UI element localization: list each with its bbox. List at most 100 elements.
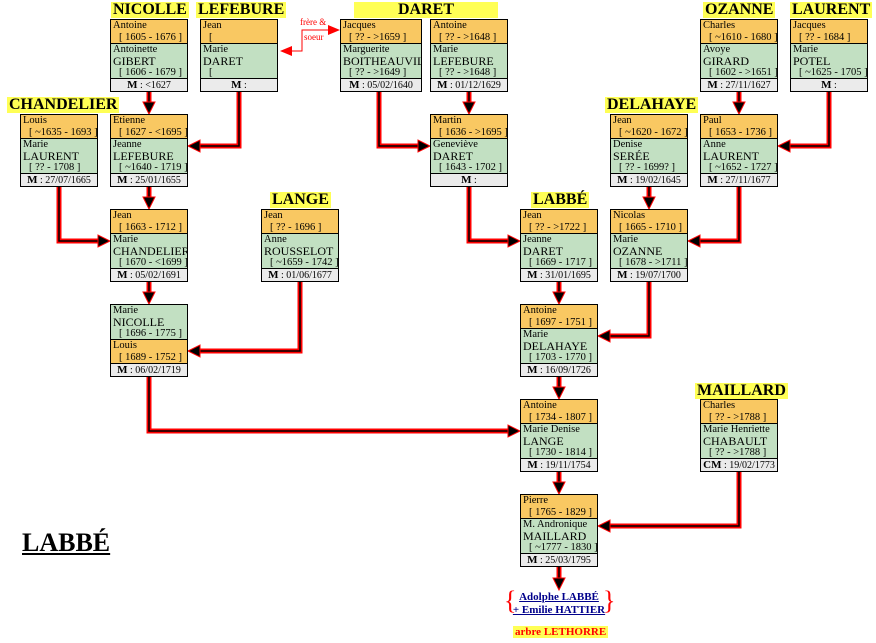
- arrowhead-icon: [507, 234, 522, 248]
- arrowhead-icon: [462, 101, 476, 116]
- wife-dates: [ ~1625 - 1705 ]: [799, 67, 867, 78]
- descent-arrow: [462, 91, 476, 116]
- marriage-date: 05/02/1691: [135, 270, 181, 281]
- husband-name: Jean: [113, 210, 132, 221]
- husband-name: Jacques: [793, 20, 826, 31]
- descendant-link-adolphe[interactable]: Adolphe LABBÉ: [519, 591, 599, 603]
- husband-dates: [ ?? - >1788 ]: [709, 411, 767, 423]
- wife-surname: MAILLARD: [523, 528, 587, 543]
- husband: Pierre[ 1765 - 1829 ]: [521, 495, 597, 519]
- marriage: M : <1627: [111, 79, 187, 91]
- wife-given-name: Jeanne: [113, 139, 142, 150]
- family-label: LEFEBURE: [196, 1, 287, 18]
- husband: Charles[ ~1610 - 1680 ]: [701, 20, 778, 44]
- wife-surname: LAURENT: [703, 148, 759, 163]
- husband-dates: [ ?? - 1696 ]: [270, 221, 322, 233]
- wife-given-name: Marie: [203, 44, 229, 55]
- marriage-date: 05/02/1640: [367, 80, 413, 91]
- marriage-type: M: [127, 79, 138, 91]
- descent-arrow: [552, 566, 566, 592]
- descendant-link-emilie[interactable]: + Emilie HATTIER: [512, 604, 606, 616]
- sibling-note-line1: frère &: [300, 17, 327, 27]
- wife-dates: [ 1606 - 1679 ]: [119, 67, 182, 78]
- husband-dates: [ ?? - >1648 ]: [439, 31, 497, 43]
- wife-given-name: Marguerite: [343, 44, 390, 55]
- descent-arrow: [776, 91, 832, 153]
- husband: Nicolas[ 1665 - 1710 ]: [611, 210, 687, 234]
- husband-dates: [ 1765 - 1829 ]: [529, 506, 592, 518]
- husband-name: Jacques: [343, 20, 376, 31]
- marriage-date: 19/02/1773: [729, 460, 775, 471]
- wife-dates: [ ?? - >1649 ]: [349, 67, 407, 78]
- wife-dates: [ 1602 - >1651 ]: [709, 67, 777, 78]
- wife-surname: DELAHAYE: [523, 338, 588, 353]
- descent-arrow: [142, 186, 156, 211]
- husband-dates: [ 1663 - 1712 ]: [119, 221, 182, 233]
- arrowhead-icon: [142, 196, 156, 211]
- wife-given-name: Jeanne: [523, 234, 552, 245]
- husband-dates: [ 1605 - 1676 ]: [119, 31, 182, 43]
- husband: Antoine[ 1734 - 1807 ]: [521, 400, 597, 424]
- tree-link-lethorre[interactable]: arbre LETHORRE: [513, 626, 609, 638]
- marriage-type: M: [437, 79, 448, 91]
- wife-given-name: Geneviève: [433, 139, 478, 150]
- husband-name: Charles: [703, 400, 736, 411]
- wife-surname: OZANNE: [613, 243, 663, 258]
- page-title: LABBÉ: [22, 528, 111, 557]
- wife-dates: [ 1696 - 1775 ]: [119, 328, 182, 339]
- husband: Paul[ 1653 - 1736 ]: [701, 115, 777, 139]
- marriage-date: 27/07/1665: [45, 175, 91, 186]
- marriage-type: M: [617, 174, 628, 186]
- wife-given-name: Anne: [703, 139, 726, 150]
- marriage: M :: [791, 79, 867, 91]
- right-brace-icon: }: [603, 586, 616, 615]
- descent-arrow: [552, 376, 566, 401]
- husband-name: Jean: [264, 210, 283, 221]
- husband-dates: [ 1734 - 1807 ]: [529, 411, 592, 423]
- arrowhead-icon: [552, 291, 566, 306]
- husband-dates: [ ?? - 1684 ]: [799, 31, 851, 43]
- family-label: LANGE: [270, 191, 331, 208]
- marriage-type: M: [527, 554, 538, 566]
- wife-given-name: M. Andronique: [523, 519, 588, 530]
- wife-surname: NICOLLE: [113, 314, 165, 329]
- marriage-date: 31/01/1695: [545, 270, 591, 281]
- marriage-date: 19/02/1645: [635, 175, 681, 186]
- wife-surname: DARET: [433, 148, 473, 163]
- husband: Jean[ ?? - >1722 ]: [521, 210, 597, 234]
- descent-arrow: [186, 281, 303, 358]
- marriage-type: M: [707, 79, 718, 91]
- husband: Jacques[ ?? - >1659 ]: [341, 20, 421, 44]
- arrowhead-icon: [552, 386, 566, 401]
- husband-name: Jean: [613, 115, 632, 126]
- marriage-date: 27/11/1627: [725, 80, 771, 91]
- wife-dates: [ ?? - >1648 ]: [439, 67, 497, 78]
- wife-surname: CHABAULT: [703, 433, 768, 448]
- husband: Antoine[ 1697 - 1751 ]: [521, 305, 597, 329]
